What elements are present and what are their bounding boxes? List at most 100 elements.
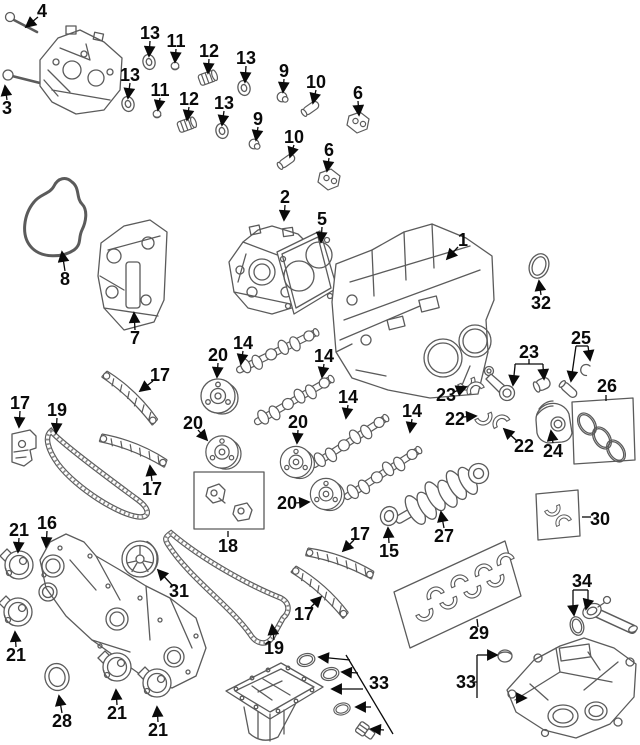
callout-arrow (566, 345, 579, 383)
part-timing-chain-19a (47, 431, 147, 517)
part-head-gasket-5 (276, 230, 338, 315)
part-valve-cover-gasket-8 (23, 177, 88, 258)
callout-28-51: 28 (52, 694, 72, 731)
callout-3-1: 3 (0, 84, 13, 118)
callout-label: 21 (6, 645, 26, 665)
callout-9-6: 9 (277, 61, 290, 94)
callout-label: 20 (277, 493, 297, 513)
callout-13-2: 13 (140, 23, 160, 58)
callout-14-31: 14 (338, 387, 358, 420)
callout-arrow (239, 65, 252, 84)
callout-20-27: 20 (208, 345, 228, 379)
callout-label: 21 (148, 720, 168, 740)
callout-6-15: 6 (322, 140, 335, 173)
callout-arrow (24, 16, 39, 29)
part-bearing-22a (474, 411, 496, 429)
callout-arrow (151, 705, 164, 723)
part-lower-crankcase-33 (506, 637, 637, 739)
callout-32-19: 32 (531, 279, 551, 313)
callout-label: 20 (288, 412, 308, 432)
callout-label: 30 (590, 509, 610, 529)
callout-31-47: 31 (156, 568, 189, 601)
callout-label: 14 (233, 333, 253, 353)
callout-label: 14 (402, 401, 422, 421)
callout-label: 8 (60, 269, 70, 289)
callout-arrow (462, 410, 478, 423)
callout-arrow (195, 428, 209, 442)
callout-arrow (128, 311, 141, 331)
callout-label: 3 (2, 98, 12, 118)
callout-19-46: 19 (264, 623, 284, 658)
callout-label: 17 (142, 479, 162, 499)
part-piston-24 (535, 400, 573, 444)
callout-arrow (57, 250, 70, 272)
callout-21-50: 21 (6, 630, 26, 665)
part-chain-guide-17d (304, 544, 377, 580)
callout-11-3: 11 (166, 31, 186, 64)
callout-arrow (202, 58, 215, 75)
callout-arrow (534, 279, 547, 296)
callout-label: 24 (543, 441, 563, 461)
callout-arrow (110, 688, 123, 706)
part-crank-pulley-31 (121, 540, 159, 578)
callout-13-5: 13 (236, 48, 256, 84)
part-cylinder-block-1 (331, 223, 495, 399)
callout-label: 33 (456, 672, 476, 692)
callout-label: 11 (166, 31, 185, 51)
callout-arrow (217, 110, 230, 127)
callout-9-13: 9 (251, 109, 264, 142)
callout-arrow (567, 604, 579, 617)
part-cam-sprocket-20d (309, 477, 345, 512)
part-oring-34 (567, 614, 587, 638)
callout-label: 13 (140, 23, 160, 43)
part-oil-control-valve-21a (0, 548, 34, 580)
part-valve-cover-7 (97, 219, 168, 331)
part-oil-control-valve-21d (137, 666, 172, 698)
part-cam-sprocket-20a (200, 378, 239, 415)
callout-24-41: 24 (543, 429, 563, 461)
callout-arrow (138, 380, 154, 393)
callout-label: 26 (597, 376, 617, 396)
callout-arrow (291, 429, 304, 445)
callout-label: 14 (338, 387, 358, 407)
callout-4-0: 4 (24, 1, 47, 29)
part-oil-control-valve-21c (97, 650, 132, 682)
callout-arrow (267, 623, 280, 641)
callout-label: 12 (199, 41, 219, 61)
part-tensioner-kit-18 (193, 471, 265, 530)
callout-arrow (382, 526, 395, 544)
part-camshaft-14c (306, 408, 394, 474)
part-drain-plug-33 (354, 721, 376, 740)
callout-27-42: 27 (434, 510, 454, 546)
part-oil-control-valve-21b (0, 595, 33, 627)
part-chain-tensioner-17 (11, 429, 37, 467)
callout-label: 17 (150, 365, 170, 385)
callout-label: 28 (52, 711, 72, 731)
part-sensor-6a (346, 111, 370, 134)
callout-arrow (153, 97, 166, 112)
callout-label: 6 (353, 83, 363, 103)
callout-arrow (437, 510, 449, 529)
callout-arrow (309, 89, 321, 105)
part-keeper-11a (170, 61, 180, 71)
callout-17-24: 17 (138, 365, 170, 393)
callout-arrow (287, 144, 299, 159)
callout-label: 19 (264, 638, 284, 658)
part-thrust-bearing-set-30 (535, 489, 581, 541)
callout-12-4: 12 (199, 41, 219, 75)
callout-label: 19 (47, 400, 67, 420)
callout-label: 10 (306, 72, 326, 92)
callout-label: 18 (218, 536, 238, 556)
callout-33-57: 33 (456, 649, 528, 704)
callout-label: 4 (37, 1, 47, 21)
callout-arrow (236, 350, 249, 366)
callout-label: 27 (434, 526, 454, 546)
part-crankshaft-27 (394, 462, 490, 525)
callout-label: 14 (314, 346, 334, 366)
callout-arrow (123, 82, 136, 100)
callout-17-26: 17 (142, 464, 162, 499)
part-oil-pickup-34 (582, 595, 638, 634)
callout-label: 16 (37, 513, 57, 533)
callout-18-34: 18 (218, 531, 238, 556)
callout-5-17: 5 (315, 209, 328, 244)
